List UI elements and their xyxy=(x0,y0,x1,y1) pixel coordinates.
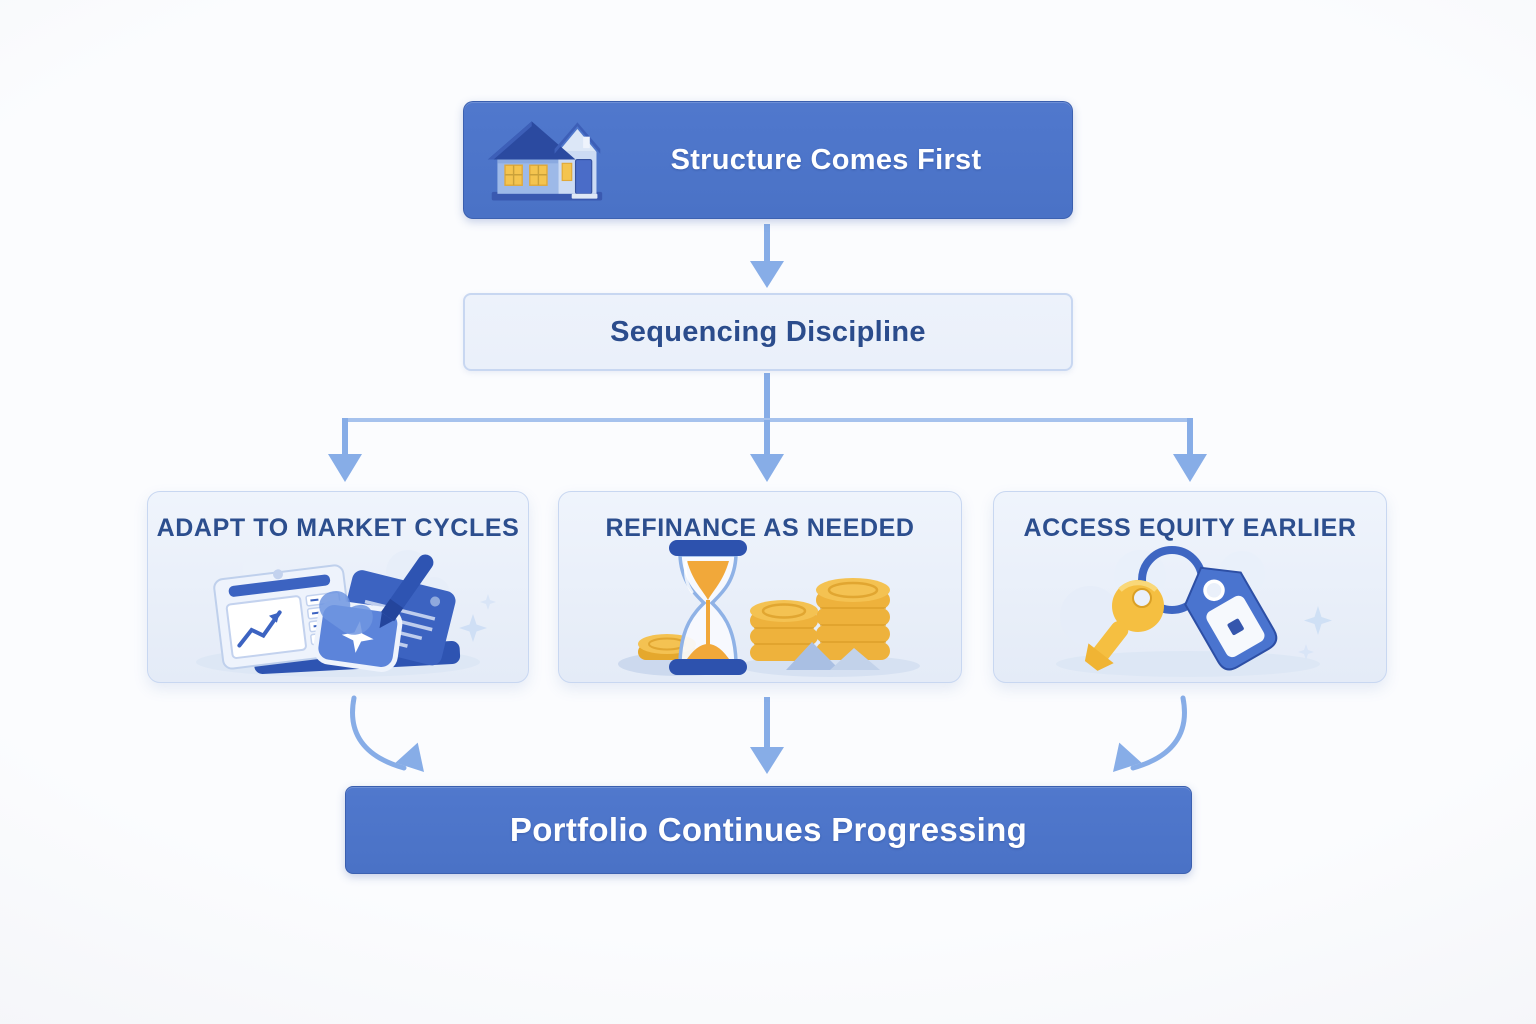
hourglass xyxy=(669,540,747,675)
branch-left-to-outcome-curve xyxy=(350,695,424,772)
branch-middle-to-outcome-arrow xyxy=(750,697,784,774)
key-tag-illustration xyxy=(1056,546,1332,677)
branch-title: ADAPT TO MARKET CYCLES xyxy=(156,514,520,542)
hourglass-coins-illustration xyxy=(618,540,920,677)
branch-title: ACCESS EQUITY EARLIER xyxy=(1023,514,1357,542)
title-node-label: Structure Comes First xyxy=(670,143,982,176)
calendar-pen-illustration xyxy=(196,550,496,677)
branch-title: REFINANCE AS NEEDED xyxy=(605,514,915,542)
branch-card-refinance: REFINANCE AS NEEDED xyxy=(558,491,962,683)
sequencing-branch-split xyxy=(328,373,1207,482)
outcome-node-label: Portfolio Continues Progressing xyxy=(509,811,1028,848)
sequencing-node: Sequencing Discipline xyxy=(463,293,1073,371)
title-node: Structure Comes First xyxy=(463,101,1073,219)
outcome-node: Portfolio Continues Progressing xyxy=(345,786,1192,874)
branch-card-market-cycles: ADAPT TO MARKET CYCLES xyxy=(147,491,529,683)
key xyxy=(1084,580,1164,671)
branch-right-to-outcome-curve xyxy=(1113,695,1187,772)
coin-stack-right xyxy=(816,578,890,660)
house-icon xyxy=(487,121,603,201)
tag xyxy=(1184,566,1278,671)
sequencing-node-label: Sequencing Discipline xyxy=(610,315,926,348)
title-to-sequencing-arrow xyxy=(750,224,784,288)
branch-card-equity: ACCESS EQUITY EARLIER xyxy=(993,491,1387,683)
